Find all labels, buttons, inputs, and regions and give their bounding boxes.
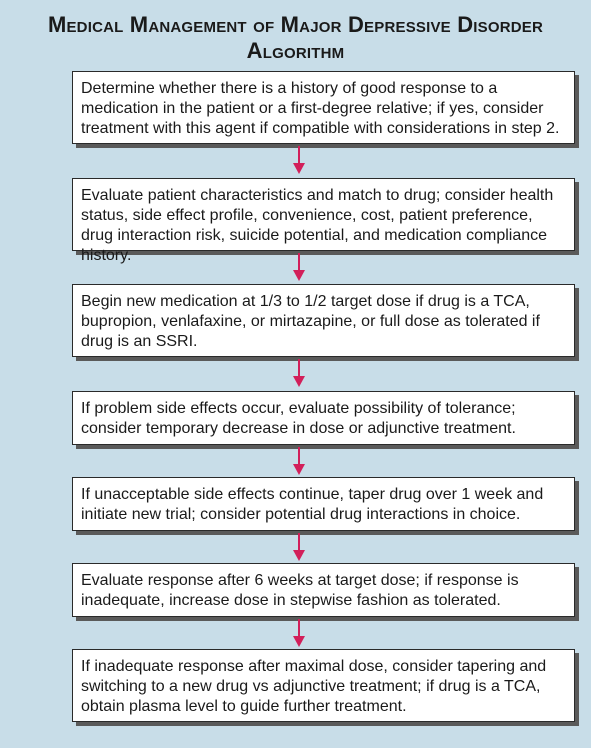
step-box-7: If inadequate response after maximal dos… — [72, 649, 575, 722]
title-line-2: Algorithm — [246, 38, 345, 63]
step-text-6: Evaluate response after 6 weeks at targe… — [81, 572, 519, 609]
step-box-1: Determine whether there is a history of … — [72, 71, 575, 144]
step-text-3: Begin new medication at 1/3 to 1/2 targe… — [81, 293, 540, 350]
step-text-7: If inadequate response after maximal dos… — [81, 658, 547, 715]
arrow-down-icon — [293, 619, 305, 647]
step-box-3: Begin new medication at 1/3 to 1/2 targe… — [72, 284, 575, 357]
title-line-1: Medical Management of Major Depressive D… — [47, 12, 544, 37]
diagram-title: Medical Management of Major Depressive D… — [0, 12, 591, 64]
step-box-4: If problem side effects occur, evaluate … — [72, 391, 575, 445]
step-text-5: If unacceptable side effects continue, t… — [81, 486, 544, 523]
step-box-6: Evaluate response after 6 weeks at targe… — [72, 563, 575, 617]
step-box-2: Evaluate patient characteristics and mat… — [72, 178, 575, 264]
arrow-down-icon — [293, 146, 305, 174]
step-text-2: Evaluate patient characteristics and mat… — [81, 187, 554, 264]
arrow-down-icon — [293, 253, 305, 281]
arrow-down-icon — [293, 447, 305, 475]
arrow-down-icon — [293, 533, 305, 561]
step-text-1: Determine whether there is a history of … — [81, 80, 560, 137]
step-text-4: If problem side effects occur, evaluate … — [81, 400, 516, 437]
step-box-5: If unacceptable side effects continue, t… — [72, 477, 575, 531]
arrow-down-icon — [293, 359, 305, 387]
